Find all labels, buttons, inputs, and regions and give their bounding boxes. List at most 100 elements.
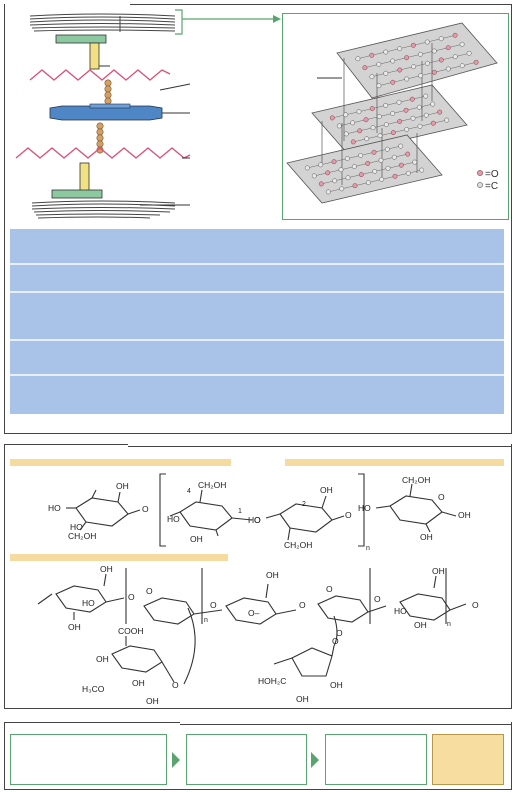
svg-text:O: O (345, 510, 352, 520)
svg-text:O: O (128, 592, 135, 602)
carbon-atom (377, 133, 383, 139)
oxygen-atom (452, 32, 458, 38)
atom-dots (304, 32, 479, 195)
svg-text:O: O (299, 600, 306, 610)
flow-step-final (432, 734, 504, 785)
carbon-atom (384, 146, 390, 152)
carbon-atom (404, 76, 410, 82)
carbon-atom (383, 122, 389, 128)
b-ring-side-1 (111, 645, 163, 673)
svg-text:HO: HO (167, 514, 180, 524)
b-ring-1 (55, 585, 107, 613)
panel-a-frame (4, 4, 512, 434)
top-fiber-bundle (29, 13, 176, 32)
bottom-fiber-bundle (31, 200, 176, 219)
sheet-ties (321, 43, 433, 185)
unit-label-1: 1 (238, 508, 242, 515)
carbon-atom (339, 186, 345, 192)
unit-label-n-3: n (447, 621, 451, 628)
svg-text:OH: OH (146, 696, 159, 706)
flow-top-rule-left (4, 722, 180, 723)
carbon-atom (397, 46, 403, 52)
oxygen-atom (352, 183, 358, 189)
ring-2 (179, 501, 233, 531)
zoom-arrow-head (273, 15, 281, 23)
carbon-atom (345, 175, 351, 181)
oxygen-atom (445, 45, 451, 51)
svg-text:OH: OH (100, 564, 113, 574)
flow-step-3 (325, 734, 427, 785)
svg-text:HO: HO (48, 503, 61, 513)
svg-text:HOH₂C: HOH₂C (258, 676, 286, 686)
carbon-atom (383, 102, 389, 108)
carbon-atom (424, 60, 430, 66)
panel-b-top-rule-right (128, 446, 512, 447)
carbon-atom (378, 157, 384, 163)
svg-text:O: O (326, 584, 333, 594)
unit-label-n-2: n (204, 617, 208, 624)
svg-text:O: O (172, 680, 179, 690)
svg-text:O–: O– (248, 608, 260, 618)
carbon-atom (416, 104, 422, 110)
panel-a-top-rule (130, 4, 512, 5)
svg-text:HO: HO (248, 515, 261, 525)
svg-text:OH: OH (266, 570, 279, 580)
blue-row-sep-3 (10, 339, 504, 341)
sheet-top (336, 22, 498, 99)
svg-text:HO: HO (70, 522, 83, 532)
svg-text:CH₂OH: CH₂OH (284, 540, 312, 550)
blue-row-sep-4 (10, 374, 504, 376)
carbon-atom (311, 173, 317, 179)
carbon-atom (418, 73, 424, 79)
carbon-atom (343, 131, 349, 137)
oxygen-atom (437, 109, 443, 115)
carbon-atom (325, 189, 331, 195)
oxygen-atom (430, 120, 436, 126)
b-ring-4 (317, 595, 369, 623)
oxygen-atom (405, 151, 411, 157)
lower-anchor-stem (79, 162, 90, 192)
carbon-atom (356, 109, 362, 115)
carbon-atom (459, 41, 465, 47)
oxygen-atom (371, 149, 377, 155)
oxygen-atom (357, 128, 363, 134)
upper-anchor-plate (55, 34, 107, 44)
oxygen-atom (392, 173, 398, 179)
carbon-atom (385, 165, 391, 171)
carbon-atom (423, 93, 429, 99)
carbon-atom (445, 66, 451, 72)
oxygen-atom (390, 79, 396, 85)
flow-arrow-2 (311, 752, 319, 768)
svg-text:OH: OH (116, 481, 129, 491)
yellow-bar-left (10, 459, 231, 466)
svg-text:CH₂OH: CH₂OH (402, 475, 430, 485)
oxygen-atom (363, 117, 369, 123)
carbon-atom (358, 152, 364, 158)
unit-label-2: 2 (302, 501, 306, 508)
carbon-atom (369, 74, 375, 80)
oxygen-atom (369, 106, 375, 112)
blue-row-sep-2 (10, 291, 504, 293)
svg-text:OH: OH (190, 534, 203, 544)
carbon-atom (376, 114, 382, 120)
carbon-atom (405, 170, 411, 176)
oxygen-atom (431, 69, 437, 75)
oxygen-atom (329, 115, 335, 121)
lower-membrane (15, 147, 191, 159)
svg-text:O: O (336, 628, 343, 638)
svg-text:O: O (332, 636, 339, 646)
svg-text:H₃CO: H₃CO (82, 684, 105, 694)
carbon-atom (365, 180, 371, 186)
oxygen-atom (390, 130, 396, 136)
flow-frame (4, 722, 512, 790)
carbon-atom (410, 115, 416, 121)
svg-text:HO: HO (358, 503, 371, 513)
carbon-atom (438, 36, 444, 42)
carbon-atom (412, 159, 418, 165)
carbon-atom (444, 117, 450, 123)
carbon-atom (398, 143, 404, 149)
oxygen-atom (331, 159, 337, 165)
carbon-atom (355, 56, 361, 62)
